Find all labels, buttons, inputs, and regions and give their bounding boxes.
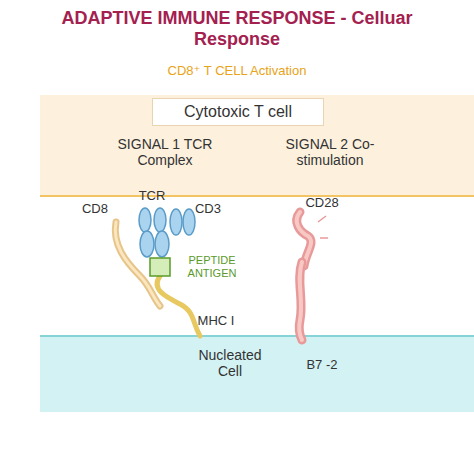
mhc-molecule xyxy=(157,276,200,336)
molecule-label: CD8 xyxy=(70,202,120,217)
cell-band: Cytotoxic T cellSIGNAL 1 TCR Complex SIGN… xyxy=(40,95,474,197)
tcr-domain xyxy=(155,231,169,257)
tcr-domain xyxy=(140,231,154,257)
diagram-title: ADAPTIVE IMMUNE RESPONSE - Celluar Respo… xyxy=(60,8,414,49)
tcr-domain xyxy=(139,208,151,232)
cd28-tick xyxy=(320,237,328,239)
cell-label: Nucleated Cell xyxy=(185,347,275,379)
signal-label: SIGNAL 2 Co-stimulation xyxy=(275,136,385,168)
molecule-label: MHC I xyxy=(186,314,246,329)
signal-label: SIGNAL 1 TCR Complex xyxy=(105,136,225,168)
subtitle: CD8⁺ T CELL Activation xyxy=(117,64,357,79)
molecule-label: CD28 xyxy=(292,196,352,211)
cd3-domain xyxy=(170,209,182,235)
molecule-label: B7 -2 xyxy=(292,358,352,373)
cd3-domain xyxy=(183,209,195,235)
cd28-highlight xyxy=(297,212,311,266)
cd28-tick xyxy=(318,216,326,222)
molecule-label: CD3 xyxy=(183,202,233,217)
cell-heading: Cytotoxic T cell xyxy=(152,98,324,126)
antigen-label: PEPTIDE ANTIGEN xyxy=(177,254,247,279)
tcr-domain xyxy=(154,208,166,232)
b7-molecule xyxy=(299,262,302,340)
cell-band: Nucleated Cell xyxy=(40,335,474,412)
b7-highlight xyxy=(299,262,302,340)
cd28-molecule xyxy=(297,212,311,266)
peptide-antigen-shape xyxy=(150,258,170,276)
molecule-label: TCR xyxy=(127,189,177,204)
